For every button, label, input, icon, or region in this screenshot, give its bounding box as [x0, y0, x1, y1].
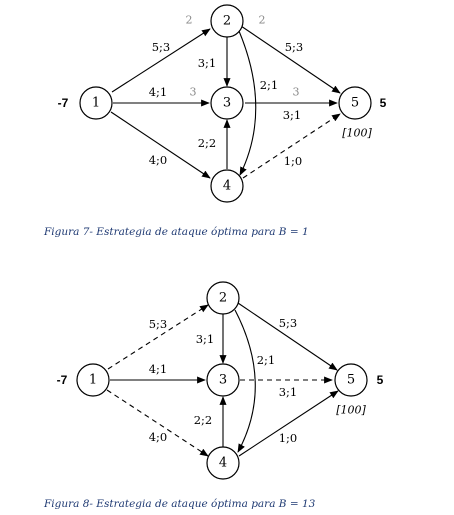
supply-node-5: 5	[380, 96, 387, 110]
node-5	[338, 86, 372, 120]
edge-label-2-4: 2;1	[257, 353, 276, 367]
node-4	[206, 446, 240, 480]
flow-label-2-left: 2	[186, 14, 193, 27]
edge-label-1-2: 5;3	[152, 40, 171, 54]
edge-label-1-4: 4;0	[149, 430, 168, 444]
flow-label-1-3: 3	[190, 86, 197, 99]
edge-label-4-5: 1;0	[279, 431, 298, 445]
supply-node-1: -7	[58, 96, 69, 110]
node-4-label: 4	[223, 179, 231, 194]
figure-8-caption: Figura 8- Estrategia de ataque óptima pa…	[44, 498, 316, 510]
edge-2-4	[234, 309, 256, 453]
edge-label-2-3: 3;1	[196, 332, 215, 346]
figure-7-caption: Figura 7- Estrategia de ataque óptima pa…	[44, 226, 309, 238]
node-3-label: 3	[223, 96, 231, 111]
node-2-label: 2	[219, 291, 227, 306]
edge-2-5	[240, 25, 341, 94]
edge-label-2-5: 5;3	[279, 316, 298, 330]
node-5-label: 5	[351, 96, 359, 111]
node-2	[206, 281, 240, 315]
budget-label: [100]	[336, 404, 366, 417]
node-5-label: 5	[347, 373, 355, 388]
node-5	[334, 363, 368, 397]
edge-4-5	[238, 390, 339, 457]
edge-label-1-3: 4;1	[149, 362, 168, 376]
node-4	[210, 169, 244, 203]
node-1-label: 1	[89, 373, 97, 388]
figure-7: 1 2 3 4 5 -7 5 [100] 5;3 4;1 4;0 3;1 2;1…	[58, 4, 387, 203]
budget-label: [100]	[342, 127, 372, 140]
figure-8: 1 2 3 4 5 -7 5 [100] 5;3 4;1 4;0 3;1 2;1…	[57, 281, 384, 480]
edge-4-5	[242, 113, 341, 179]
flow-label-3-5: 3	[293, 86, 300, 99]
flow-label-2-right: 2	[259, 14, 266, 27]
edge-label-3-5: 3;1	[279, 385, 298, 399]
node-3-label: 3	[219, 373, 227, 388]
node-3	[206, 363, 240, 397]
node-2	[210, 4, 244, 38]
edge-label-1-2: 5;3	[149, 317, 168, 331]
edge-label-2-5: 5;3	[285, 40, 304, 54]
edge-label-3-5: 3;1	[283, 108, 302, 122]
node-2-label: 2	[223, 14, 231, 29]
node-1	[79, 86, 113, 120]
node-4-label: 4	[219, 456, 227, 471]
edge-label-2-3: 3;1	[198, 56, 217, 70]
edge-label-1-4: 4;0	[149, 153, 168, 167]
edge-1-2	[111, 28, 211, 93]
edge-1-4	[106, 389, 209, 457]
edge-1-2	[107, 304, 209, 370]
edge-2-5	[237, 302, 338, 371]
node-3	[210, 86, 244, 120]
edge-label-2-4: 2;1	[260, 78, 279, 92]
edge-1-4	[110, 111, 211, 179]
node-1-label: 1	[92, 96, 100, 111]
edge-label-4-5: 1;0	[284, 154, 303, 168]
edge-label-4-3: 2;2	[198, 136, 217, 150]
edge-label-4-3: 2;2	[194, 413, 213, 427]
supply-node-5: 5	[377, 373, 384, 387]
edge-label-1-3: 4;1	[149, 85, 168, 99]
edge-2-4	[238, 30, 257, 176]
supply-node-1: -7	[57, 373, 68, 387]
node-1	[76, 363, 110, 397]
